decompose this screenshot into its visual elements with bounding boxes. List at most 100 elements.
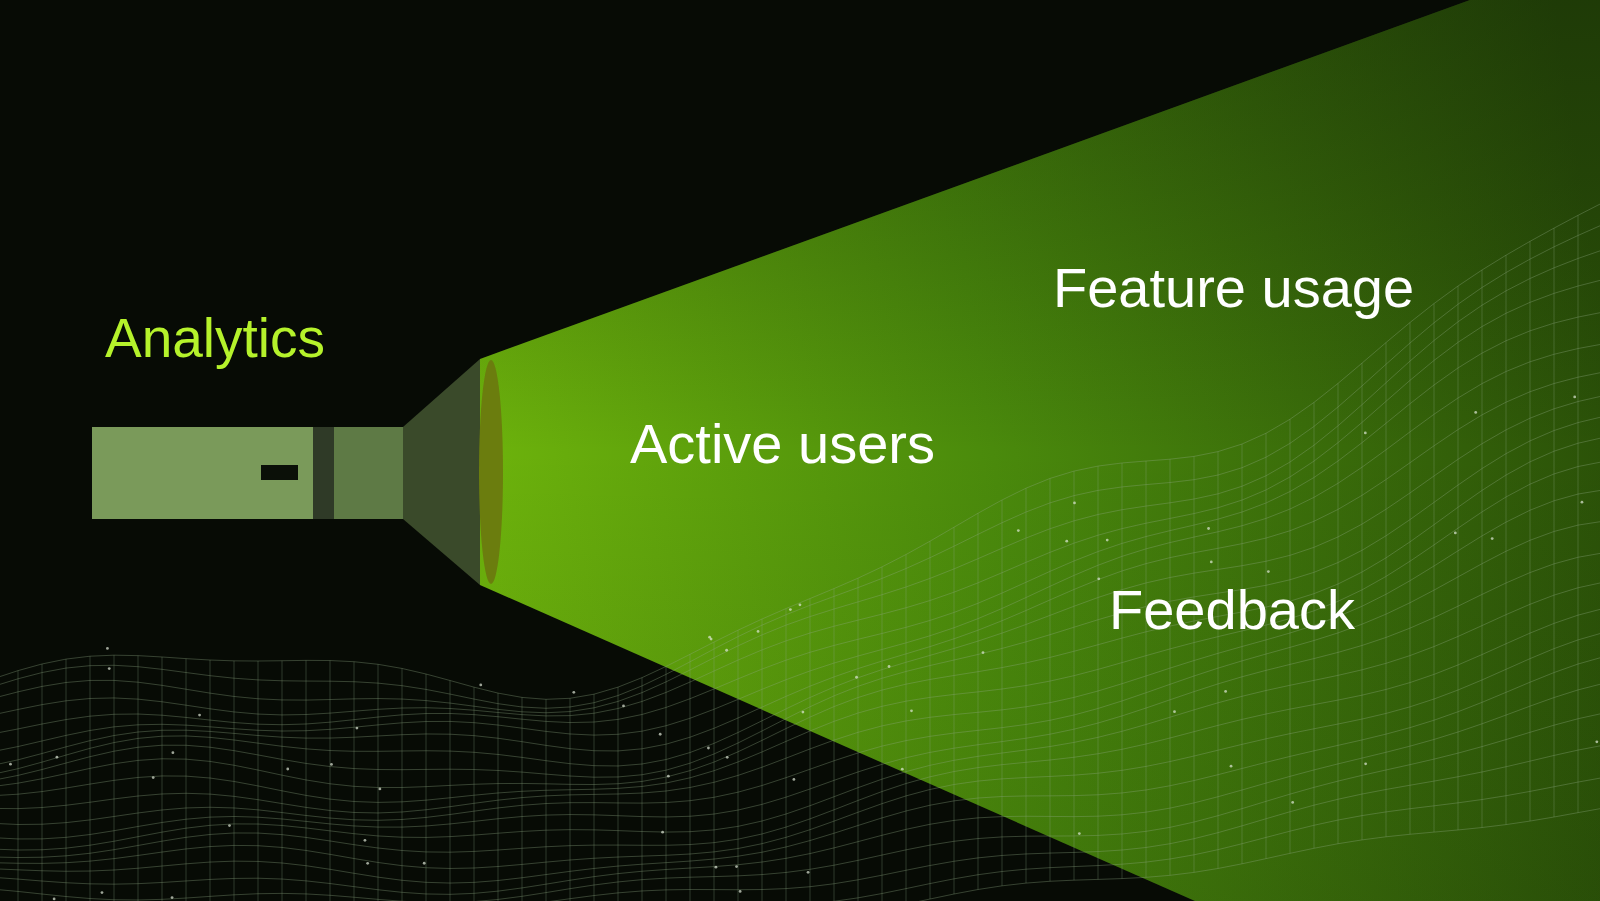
terrain-line xyxy=(786,609,787,901)
terrain-dot xyxy=(1173,710,1176,713)
terrain-dot xyxy=(807,871,810,874)
terrain-dot xyxy=(53,897,56,900)
terrain-line xyxy=(0,802,1600,901)
terrain-line xyxy=(930,541,931,899)
terrain-dot xyxy=(423,862,426,865)
terrain-dot xyxy=(739,890,742,893)
terrain-dot xyxy=(715,866,718,869)
terrain-dot xyxy=(757,630,760,633)
terrain-line xyxy=(282,661,283,901)
terrain-dot xyxy=(1073,502,1076,505)
terrain-line xyxy=(354,662,355,901)
terrain-line xyxy=(1002,500,1003,886)
terrain-line xyxy=(1194,456,1195,872)
terrain-dot xyxy=(364,839,367,842)
terrain-dot xyxy=(378,788,381,791)
terrain-dot xyxy=(171,896,174,899)
terrain-line xyxy=(90,656,91,901)
terrain-line xyxy=(306,660,307,901)
source-label: Analytics xyxy=(105,307,325,370)
terrain-line xyxy=(0,772,1600,901)
terrain-line xyxy=(978,513,979,889)
terrain-line xyxy=(666,666,667,901)
terrain-line xyxy=(0,270,1600,719)
terrain-line xyxy=(642,678,643,901)
terrain-dot xyxy=(56,756,59,759)
terrain-dot xyxy=(108,667,111,670)
terrain-dot xyxy=(152,776,155,779)
flashlight-neck xyxy=(334,427,403,519)
terrain-line xyxy=(1482,270,1483,828)
terrain-line xyxy=(330,661,331,901)
terrain-line xyxy=(0,207,1600,708)
terrain-dot xyxy=(1267,570,1270,573)
terrain-dot xyxy=(1207,527,1210,530)
terrain-line xyxy=(834,589,835,901)
flashlight xyxy=(92,359,503,585)
terrain-line xyxy=(1074,471,1075,880)
terrain-line xyxy=(1386,343,1387,837)
terrain-dot xyxy=(1017,529,1020,532)
terrain-dot xyxy=(789,608,792,611)
terrain-dot xyxy=(1364,432,1367,435)
terrain-dot xyxy=(855,676,858,679)
light-beam xyxy=(480,0,1600,901)
terrain-dot xyxy=(622,705,625,708)
terrain-dot xyxy=(572,691,575,694)
terrain-dot xyxy=(1078,832,1081,835)
terrain-dot xyxy=(1230,765,1233,768)
terrain-line xyxy=(162,657,163,901)
terrain-line xyxy=(0,410,1600,783)
terrain-line xyxy=(234,661,235,901)
terrain-line xyxy=(138,656,139,901)
terrain-line xyxy=(402,668,403,901)
terrain-line xyxy=(42,664,43,901)
terrain-line xyxy=(690,654,691,901)
terrain-dot xyxy=(982,651,985,654)
terrain-dot xyxy=(910,709,913,712)
terrain-line xyxy=(210,660,211,901)
terrain-line xyxy=(1146,461,1147,877)
terrain-dot xyxy=(356,727,359,730)
terrain-dot xyxy=(888,665,891,668)
terrain-line xyxy=(1218,452,1219,869)
terrain-dot xyxy=(479,684,482,687)
terrain-dot xyxy=(707,747,710,750)
terrain-line xyxy=(1530,241,1531,821)
terrain-dot xyxy=(792,778,795,781)
terrain-dot xyxy=(708,636,711,639)
terrain-line xyxy=(186,659,187,901)
terrain-line xyxy=(810,599,811,901)
terrain-line xyxy=(0,365,1600,768)
terrain-dot xyxy=(1454,532,1457,535)
flashlight-lens xyxy=(479,360,503,584)
terrain-dot xyxy=(659,733,662,736)
terrain-dot xyxy=(1573,396,1576,399)
terrain-line xyxy=(954,527,955,894)
terrain-dot xyxy=(330,763,333,766)
terrain-line xyxy=(594,694,595,901)
terrain-line xyxy=(1506,255,1507,824)
flashlight-band xyxy=(313,427,334,519)
terrain-line xyxy=(426,674,427,901)
terrain-line xyxy=(498,693,499,901)
terrain-dot xyxy=(1106,539,1109,542)
terrain-line xyxy=(858,578,859,901)
terrain-line xyxy=(0,678,1600,895)
terrain-dot xyxy=(1065,540,1068,543)
terrain-line xyxy=(1122,463,1123,879)
terrain-line xyxy=(882,567,883,901)
terrain-line xyxy=(0,237,1600,713)
terrain-dot xyxy=(9,763,12,766)
terrain-line xyxy=(0,603,1600,858)
terrain-line xyxy=(570,698,571,901)
terrain-dot xyxy=(286,768,289,771)
terrain-dot xyxy=(726,756,729,759)
terrain-line xyxy=(0,626,1600,869)
terrain-dot xyxy=(1491,537,1494,540)
terrain-dot xyxy=(1224,690,1227,693)
terrain-line xyxy=(1026,488,1027,883)
terrain-dot xyxy=(799,603,802,606)
terrain-line xyxy=(714,642,715,901)
